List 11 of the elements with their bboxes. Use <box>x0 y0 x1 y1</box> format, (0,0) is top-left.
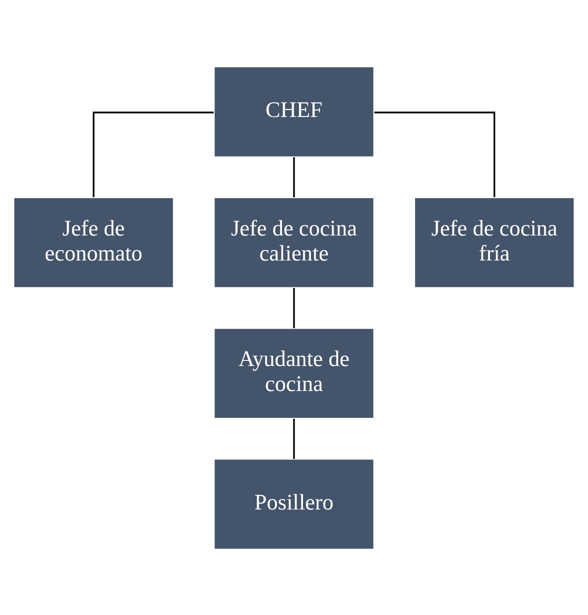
connector <box>374 111 496 197</box>
node-box: CHEF <box>213 65 375 158</box>
node-box: Jefe de economato <box>12 196 174 288</box>
node-box: Posillero <box>213 458 375 550</box>
connector <box>293 418 295 458</box>
connector <box>92 111 214 197</box>
connector <box>293 156 295 197</box>
connector <box>293 287 295 328</box>
node-box: Jefe de cocina caliente <box>213 196 375 288</box>
node-box: Jefe de cocina fría <box>414 196 576 288</box>
node-box: Ayudante de cocina <box>213 326 375 419</box>
